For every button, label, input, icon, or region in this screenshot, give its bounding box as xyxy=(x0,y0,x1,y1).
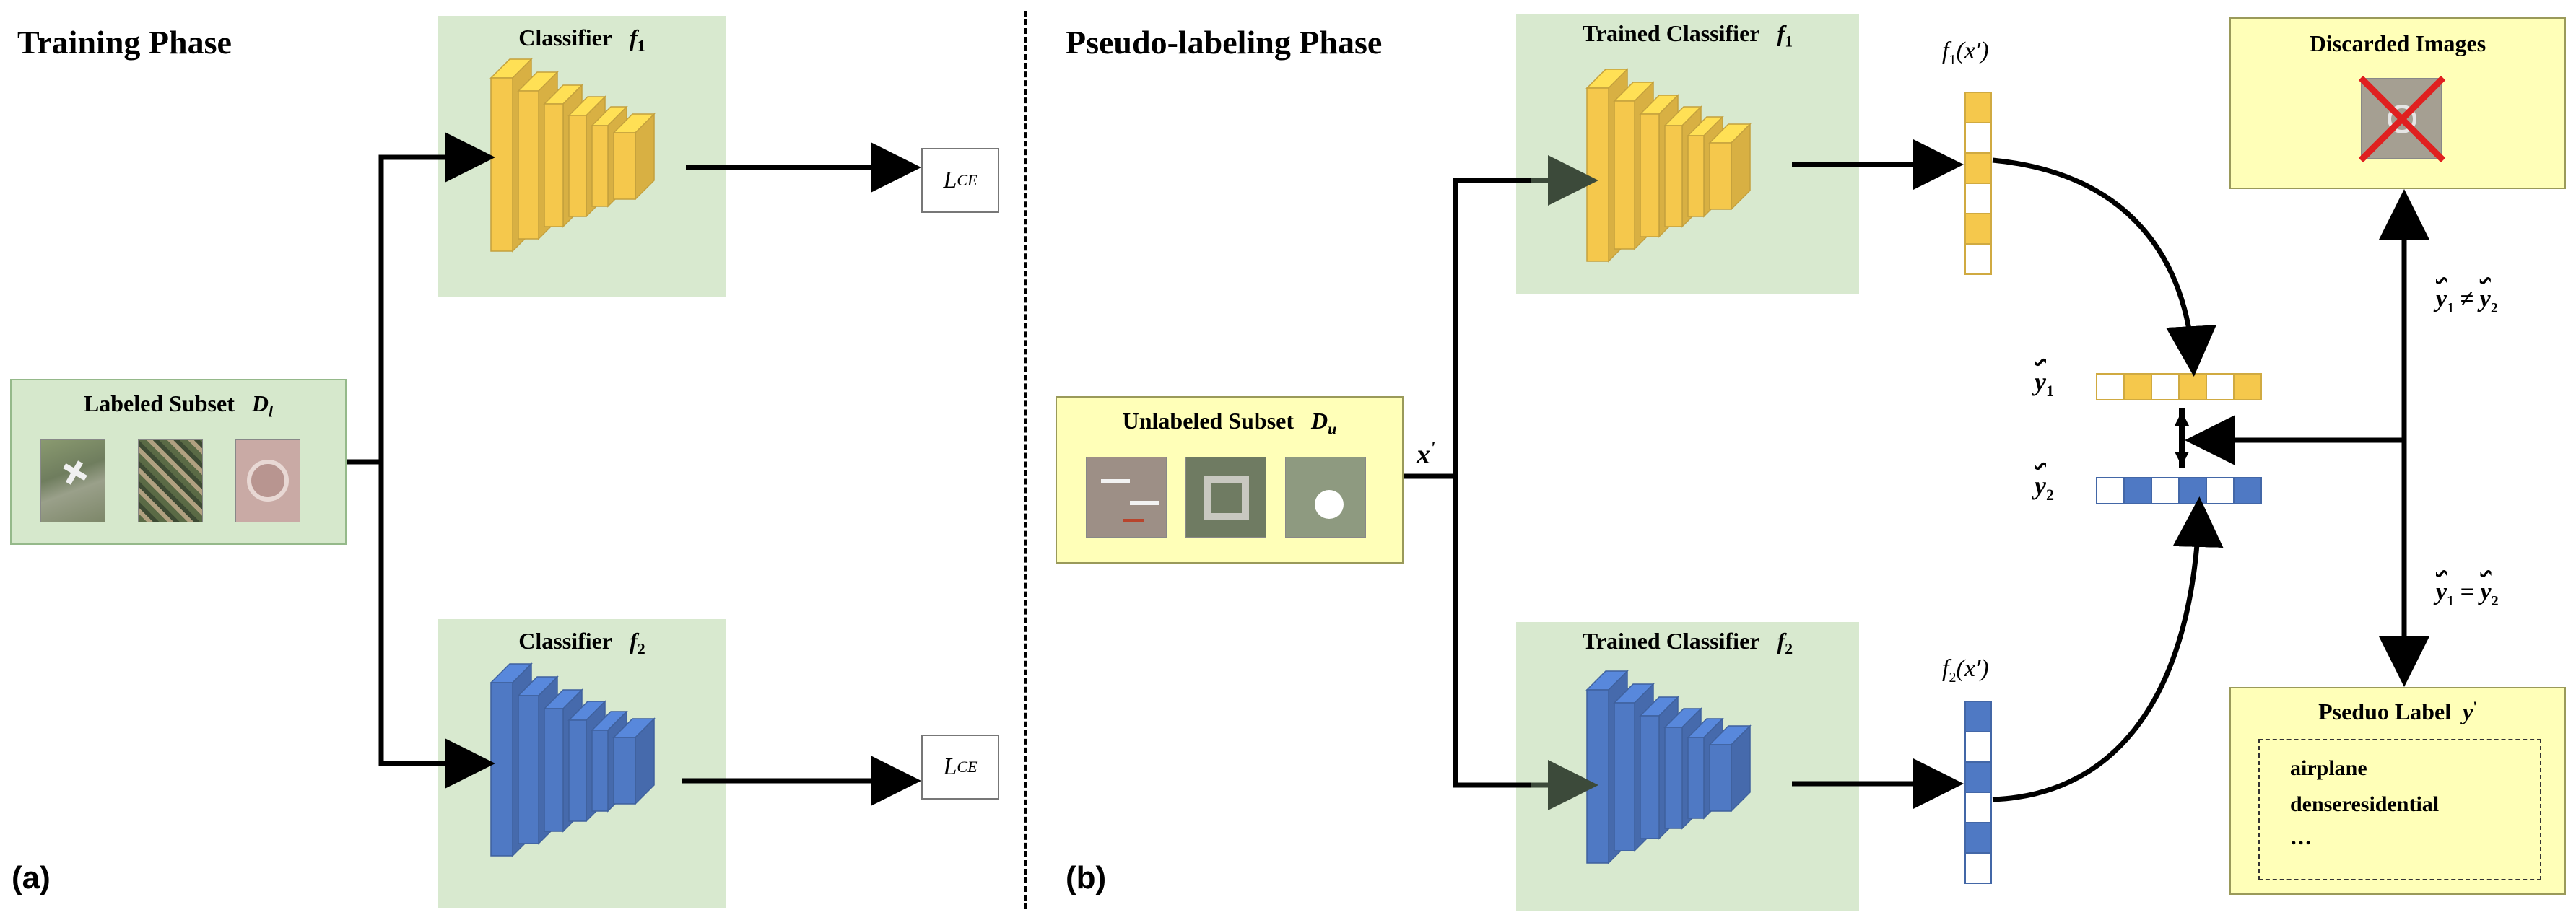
vector-cell xyxy=(1964,183,1992,214)
cnn-layer xyxy=(612,113,656,201)
eq-condition-label: y1 = y2 xyxy=(2436,579,2499,609)
vector-cell xyxy=(1964,92,1992,123)
vector-cell xyxy=(1964,731,1992,763)
vector-cell xyxy=(1964,701,1992,732)
labeled-image-airplane xyxy=(40,439,105,522)
input-x-prime: x' xyxy=(1417,439,1435,470)
unlabeled-image-airport xyxy=(1086,457,1167,538)
panel-label-a: (a) xyxy=(12,860,51,896)
vector-cell xyxy=(2178,477,2207,504)
vector-cell xyxy=(1964,822,1992,854)
output-vector-f2 xyxy=(1964,701,1992,884)
phase-divider xyxy=(1024,11,1027,909)
trained-classifier-1-title: Trained Classifier f1 xyxy=(1582,20,1793,51)
vector-cell xyxy=(2233,373,2262,400)
vector-cell xyxy=(1964,761,1992,793)
output-f1-label: f1(x′) xyxy=(1942,38,1989,68)
discarded-images-box: Discarded Images xyxy=(2229,17,2566,189)
vector-cell xyxy=(2206,477,2235,504)
vector-cell xyxy=(2096,477,2125,504)
y1-vector xyxy=(2096,373,2262,400)
vector-cell xyxy=(2096,373,2125,400)
output-vector-f1 xyxy=(1964,92,1992,275)
labeled-subset-box: Labeled Subset Dl xyxy=(10,379,347,545)
trained-classifier-2-network xyxy=(1585,670,1752,864)
pseudo-labeling-phase-title: Pseudo-labeling Phase xyxy=(1066,24,1383,61)
vector-cell xyxy=(2123,477,2152,504)
classifier-1-network xyxy=(489,58,656,253)
unlabeled-subset-box: Unlabeled Subset Du xyxy=(1056,396,1404,564)
discarded-images-title: Discarded Images xyxy=(2309,30,2486,56)
vector-cell xyxy=(2206,373,2235,400)
classifier-1-title: Classifier f1 xyxy=(518,25,645,55)
y1-label: y1 xyxy=(2035,367,2054,400)
classifier-2-network xyxy=(489,662,656,857)
cnn-layer xyxy=(1708,724,1752,813)
trained-classifier-2-title: Trained Classifier f2 xyxy=(1582,628,1793,658)
classifier-2-title: Classifier f2 xyxy=(518,628,645,658)
vector-cell xyxy=(2123,373,2152,400)
pseudo-label-item: airplane xyxy=(2290,756,2367,780)
vector-cell xyxy=(1964,243,1992,275)
unlabeled-subset-title: Unlabeled Subset Du xyxy=(1122,408,1337,438)
vector-cell xyxy=(1964,213,1992,245)
pseudo-label-item: denseresidential xyxy=(2290,792,2440,816)
labeled-image-circular xyxy=(235,439,300,522)
trained-classifier-1-network xyxy=(1585,68,1752,263)
y2-vector xyxy=(2096,477,2262,504)
vector-cell xyxy=(1964,122,1992,154)
vector-cell xyxy=(1964,152,1992,184)
discard-x-icon xyxy=(2358,75,2446,163)
neq-condition-label: y1 ≠ y2 xyxy=(2436,286,2498,316)
panel-label-b: (b) xyxy=(1066,860,1107,896)
pseudo-label-item: … xyxy=(2290,826,2312,849)
vector-cell xyxy=(2151,477,2180,504)
unlabeled-image-building xyxy=(1185,457,1266,538)
pseudo-label-box: Pseduo Label y' airplane denseresidentia… xyxy=(2229,687,2566,895)
unlabeled-image-circle xyxy=(1285,457,1366,538)
training-phase-title: Training Phase xyxy=(17,24,232,61)
vector-cell xyxy=(2178,373,2207,400)
labeled-subset-title: Labeled Subset Dl xyxy=(83,390,274,421)
labeled-image-residential xyxy=(138,439,203,522)
cnn-layer xyxy=(612,717,656,805)
cnn-layer xyxy=(1708,123,1752,211)
vector-cell xyxy=(2151,373,2180,400)
vector-cell xyxy=(1964,852,1992,884)
pseudo-label-list: airplane denseresidential … xyxy=(2258,739,2541,880)
output-f2-label: f2(x′) xyxy=(1942,655,1989,686)
vector-cell xyxy=(2233,477,2262,504)
pseudo-label-title: Pseduo Label y' xyxy=(2318,699,2477,724)
y2-label: y2 xyxy=(2035,471,2054,504)
vector-cell xyxy=(1964,792,1992,823)
